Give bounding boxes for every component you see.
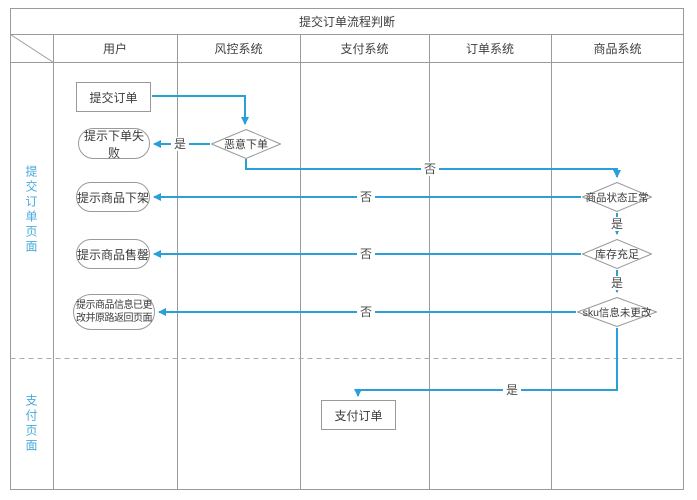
row-label-pay-page-text: 支付页面 (24, 394, 38, 454)
decision-sku-unchanged-shape (577, 297, 657, 327)
decision-stock-enough: 库存充足 (582, 239, 652, 269)
terminator-product-offline-hint: 提示商品下架 (76, 182, 150, 212)
decision-stock-enough-shape (582, 239, 652, 269)
decision-stock-enough-label: 库存充足 (595, 249, 639, 261)
edge-label-no-stock: 否 (356, 247, 376, 261)
connector-submit-to-malicious (152, 95, 249, 125)
lane-header-product-system: 商品系统 (593, 41, 642, 56)
edge-label-yes-status: 是 (607, 217, 627, 231)
diagram-title: 提交订单流程判断 (298, 14, 395, 29)
lane-header-order-system: 订单系统 (465, 41, 514, 56)
decision-product-status-ok: 商品状态正常 (582, 182, 652, 212)
lane-header-payment-system: 支付系统 (340, 41, 389, 56)
edge-label-no-sku: 否 (356, 305, 376, 319)
edge-label-yes-malicious: 是 (170, 137, 190, 151)
decision-product-status-ok-shape (582, 182, 652, 212)
row-label-submit-order-page: 提交订单页面 (10, 62, 53, 358)
edge-label-yes-sku: 是 (502, 383, 522, 397)
table-outer-border (10, 8, 684, 490)
decision-sku-unchanged-label: sku信息未更改 (582, 306, 652, 319)
swimlane-grid (10, 8, 684, 490)
process-submit-order: 提交订单 (76, 82, 151, 112)
row-label-submit-order-page-text: 提交订单页面 (24, 165, 38, 255)
edge-label-no-malicious: 否 (420, 162, 440, 176)
process-pay-order: 支付订单 (321, 400, 396, 430)
terminator-order-fail-hint: 提示下单失败 (78, 128, 150, 160)
edge-label-yes-stock: 是 (607, 276, 627, 290)
edge-label-no-status: 否 (356, 190, 376, 204)
terminator-product-soldout-hint: 提示商品售罄 (76, 239, 150, 269)
decision-sku-unchanged: sku信息未更改 (577, 297, 657, 327)
decision-malicious-order-shape (211, 129, 281, 159)
decision-product-status-ok-label: 商品状态正常 (585, 191, 649, 204)
lane-header-risk-system: 风控系统 (214, 41, 263, 56)
decision-malicious-order-label: 恶意下单 (224, 139, 268, 151)
connector-yes-sku-to-pay (354, 328, 618, 397)
lane-header-user: 用户 (102, 41, 127, 56)
corner-diagonal (10, 34, 54, 63)
terminator-product-changed-hint: 提示商品信息已更改并原路返回页面 (73, 294, 155, 330)
row-label-pay-page: 支付页面 (10, 358, 53, 490)
decision-malicious-order: 恶意下单 (211, 129, 281, 159)
